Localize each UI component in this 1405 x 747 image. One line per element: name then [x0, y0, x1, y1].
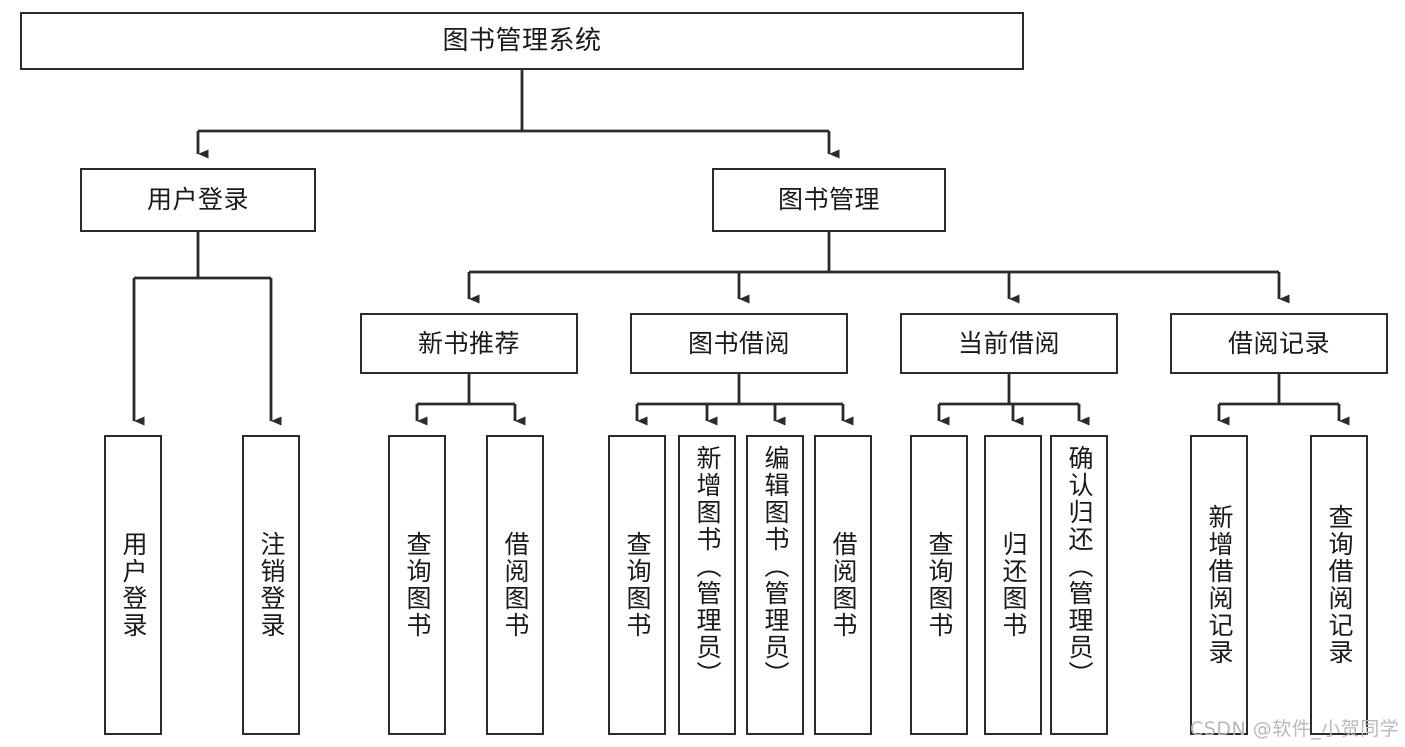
leaf-edit-book[interactable]: 编辑图书（管理员） — [746, 435, 804, 735]
node-current-borrow-label: 当前借阅 — [957, 328, 1060, 358]
node-borrow-record[interactable]: 借阅记录 — [1170, 313, 1388, 374]
leaf-confirm-return-label: 确认归还（管理员） — [1065, 445, 1094, 688]
leaf-borrow-book-1[interactable]: 借阅图书 — [486, 435, 544, 735]
leaf-borrow-book-1-label: 借阅图书 — [501, 531, 530, 639]
node-user-login[interactable]: 用户登录 — [80, 168, 316, 232]
leaf-query-book-1-label: 查询图书 — [403, 531, 432, 639]
leaf-query-record-label: 查询借阅记录 — [1325, 504, 1354, 666]
leaf-query-book-3[interactable]: 查询图书 — [910, 435, 968, 735]
leaf-user-login[interactable]: 用户登录 — [104, 435, 162, 735]
node-user-login-label: 用户登录 — [146, 185, 249, 215]
leaf-borrow-book-2[interactable]: 借阅图书 — [814, 435, 872, 735]
node-book-borrow-label: 图书借阅 — [687, 328, 790, 358]
leaf-return-book[interactable]: 归还图书 — [984, 435, 1042, 735]
leaf-add-record[interactable]: 新增借阅记录 — [1190, 435, 1248, 735]
node-book-manage[interactable]: 图书管理 — [712, 168, 946, 232]
leaf-logout-label: 注销登录 — [257, 531, 286, 639]
node-book-borrow[interactable]: 图书借阅 — [630, 313, 848, 374]
leaf-add-record-label: 新增借阅记录 — [1205, 504, 1234, 666]
leaf-query-book-2[interactable]: 查询图书 — [608, 435, 666, 735]
leaf-edit-book-label: 编辑图书（管理员） — [761, 445, 790, 688]
leaf-query-record[interactable]: 查询借阅记录 — [1310, 435, 1368, 735]
node-root[interactable]: 图书管理系统 — [20, 12, 1024, 70]
node-new-book-rec[interactable]: 新书推荐 — [360, 313, 578, 374]
node-current-borrow[interactable]: 当前借阅 — [900, 313, 1118, 374]
leaf-query-book-2-label: 查询图书 — [623, 531, 652, 639]
leaf-query-book-3-label: 查询图书 — [925, 531, 954, 639]
leaf-user-login-label: 用户登录 — [119, 531, 148, 639]
leaf-query-book-1[interactable]: 查询图书 — [388, 435, 446, 735]
leaf-add-book-label: 新增图书（管理员） — [693, 445, 722, 688]
leaf-confirm-return[interactable]: 确认归还（管理员） — [1050, 435, 1108, 735]
leaf-logout[interactable]: 注销登录 — [242, 435, 300, 735]
node-root-label: 图书管理系统 — [442, 25, 602, 56]
leaf-borrow-book-2-label: 借阅图书 — [829, 531, 858, 639]
csdn-watermark: CSDN @软件_小贺同学 — [1190, 718, 1400, 740]
leaf-add-book[interactable]: 新增图书（管理员） — [678, 435, 736, 735]
node-new-book-rec-label: 新书推荐 — [417, 328, 520, 358]
node-borrow-record-label: 借阅记录 — [1227, 328, 1330, 358]
leaf-return-book-label: 归还图书 — [999, 531, 1028, 639]
node-book-manage-label: 图书管理 — [777, 185, 880, 215]
